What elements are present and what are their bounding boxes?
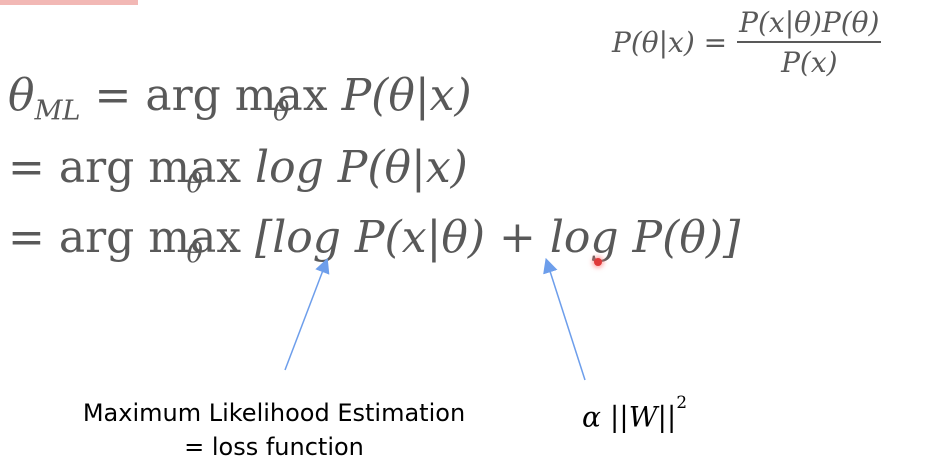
bayes-fraction: P(x|θ)P(θ) P(x) <box>737 6 882 79</box>
mle-label-line-2: = loss function <box>184 433 364 461</box>
fraction-bar <box>737 41 882 43</box>
regularizer-annotation: α ||W||2 <box>582 392 687 433</box>
mle-label-line-1: Maximum Likelihood Estimation <box>82 399 466 427</box>
log-likelihood-plus-prior-term: [log P(x|θ) + log P(θ)] <box>241 212 741 263</box>
laser-pointer-dot <box>594 258 602 266</box>
posterior-term: P(θ|x) <box>327 70 472 121</box>
argmax-subscript: θ <box>186 167 203 199</box>
ml-subscript: ML <box>34 95 81 127</box>
mle-annotation: Maximum Likelihood Estimation = loss fun… <box>64 396 484 464</box>
equals-argmax: = arg <box>8 142 149 193</box>
prior-arrow <box>543 257 586 381</box>
max-text: max <box>148 142 242 193</box>
argmax-subscript: θ <box>186 237 203 269</box>
bayes-numerator: P(x|θ)P(θ) <box>739 6 880 39</box>
max-text: max <box>148 212 242 263</box>
title-accent-bar <box>0 0 138 5</box>
likelihood-arrow <box>284 257 330 371</box>
theta-symbol: θ <box>8 70 35 121</box>
max-text: max <box>234 70 328 121</box>
bayes-formula: P(θ|x) = P(x|θ)P(θ) P(x) <box>612 6 882 79</box>
bayes-denominator: P(x) <box>781 46 838 79</box>
weight-norm: ||W|| <box>600 400 677 434</box>
argmax-subscript: θ <box>272 95 290 127</box>
log-posterior-term: log P(θ|x) <box>241 142 468 193</box>
alpha-symbol: α <box>582 400 601 434</box>
equals-argmax: = arg <box>8 212 149 263</box>
bayes-lhs: P(θ|x) = <box>612 26 728 59</box>
equals-argmax: = arg <box>80 70 235 121</box>
norm-power: 2 <box>676 392 688 412</box>
